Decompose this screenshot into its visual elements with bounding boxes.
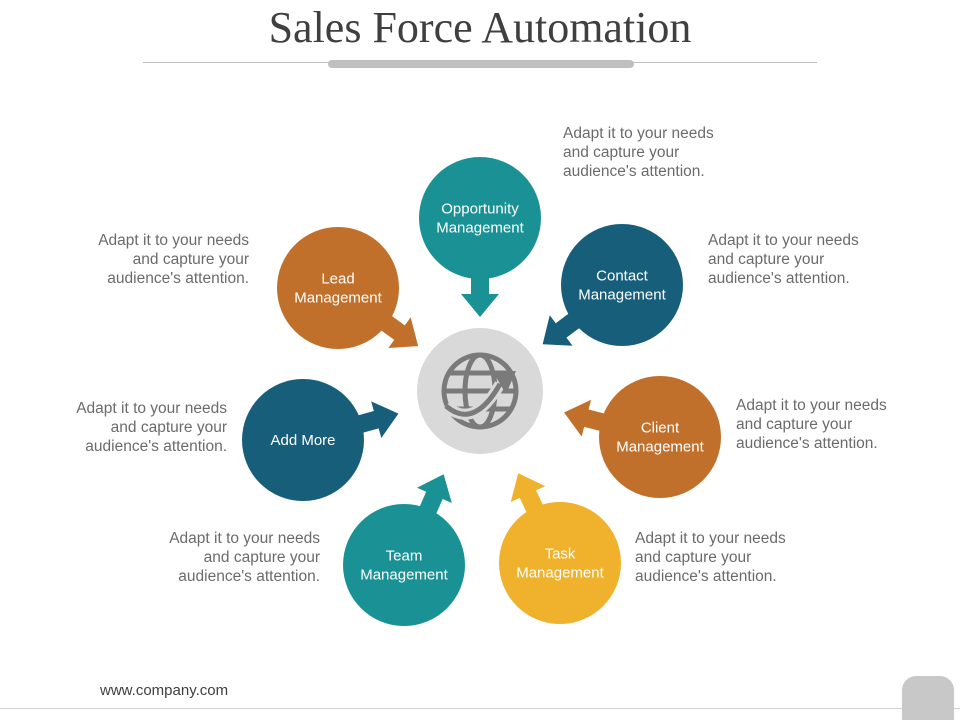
globe-arrow-icon — [441, 352, 519, 430]
description-team: Adapt it to your needs and capture your … — [169, 530, 320, 585]
description-task: Adapt it to your needs and capture your … — [635, 530, 786, 585]
label-addmore: Add More — [270, 432, 335, 449]
label-line: Management — [616, 439, 704, 456]
circle-opportunity — [419, 157, 541, 279]
corner-tab — [902, 676, 954, 720]
description-opportunity: Adapt it to your needs and capture your … — [563, 125, 714, 180]
label-line: Management — [360, 567, 448, 584]
circle-task — [499, 502, 621, 624]
description-contact: Adapt it to your needs and capture your … — [708, 232, 859, 287]
circle-client — [599, 376, 721, 498]
circle-lead — [277, 227, 399, 349]
footer-divider — [0, 708, 960, 709]
label-line: Management — [436, 220, 524, 237]
circle-addmore — [242, 379, 364, 501]
footer-url: www.company.com — [100, 682, 229, 699]
label-line: Lead — [321, 271, 354, 288]
label-line: Task — [545, 546, 576, 563]
label-line: Management — [516, 565, 604, 582]
label-line: Client — [641, 420, 680, 437]
label-line: Opportunity — [441, 201, 519, 218]
circle-contact — [561, 224, 683, 346]
page-title: Sales Force Automation — [268, 3, 692, 52]
label-line: Add More — [270, 432, 335, 449]
label-line: Management — [578, 287, 666, 304]
label-line: Management — [294, 290, 382, 307]
description-client: Adapt it to your needs and capture your … — [736, 397, 887, 452]
label-line: Contact — [596, 268, 649, 285]
label-line: Team — [386, 548, 423, 565]
description-addmore: Adapt it to your needs and capture your … — [76, 400, 227, 455]
hub — [417, 328, 543, 454]
description-lead: Adapt it to your needs and capture your … — [98, 232, 249, 287]
title-accent-bar — [328, 60, 634, 68]
node-addmore: Add More — [242, 379, 399, 501]
circle-team — [343, 504, 465, 626]
